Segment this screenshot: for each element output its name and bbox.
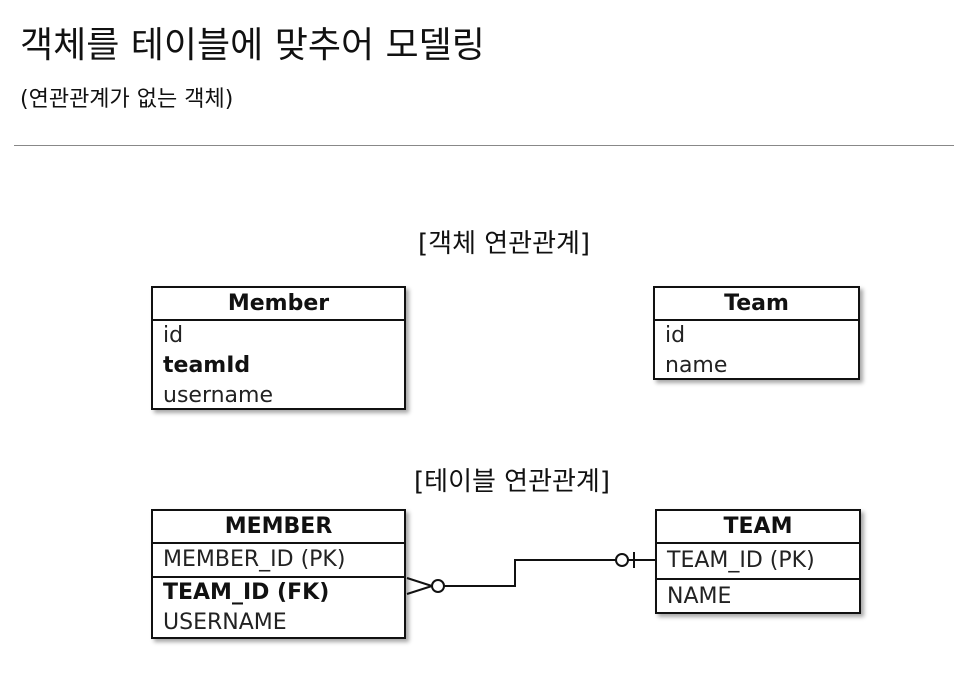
- team-object-attributes: id name: [655, 321, 858, 381]
- page-subtitle: (연관관계가 없는 객체): [20, 87, 234, 112]
- member-object-name: Member: [153, 288, 404, 321]
- crows-foot-many-icon: [406, 577, 436, 595]
- member-table-entity: MEMBER MEMBER_ID (PK) TEAM_ID (FK) USERN…: [151, 509, 406, 639]
- member-table-col-team-id: TEAM_ID (FK): [163, 580, 330, 605]
- team-table-entity: TEAM TEAM_ID (PK) NAME: [655, 509, 861, 614]
- team-table-columns: TEAM_ID (PK) NAME: [657, 544, 859, 614]
- member-object-attr-teamid: teamId: [163, 353, 251, 378]
- team-table-pk: TEAM_ID (PK): [657, 544, 859, 580]
- member-table-col-username: USERNAME: [163, 610, 287, 635]
- optional-circle-team-icon: [615, 553, 629, 567]
- member-object-attr-id: id: [163, 323, 184, 348]
- page-title: 객체를 테이블에 맞추어 모델링: [20, 25, 485, 66]
- member-table-name: MEMBER: [153, 511, 404, 544]
- member-table-columns: MEMBER_ID (PK) TEAM_ID (FK) USERNAME: [153, 544, 404, 638]
- table-section-label: [테이블 연관관계]: [414, 467, 610, 497]
- team-object-attr-name: name: [665, 353, 728, 378]
- team-object-name: Team: [655, 288, 858, 321]
- team-table-name: TEAM: [657, 511, 859, 544]
- optional-circle-member-icon: [431, 579, 445, 593]
- object-section-label: [객체 연관관계]: [418, 229, 591, 259]
- title-divider: [14, 145, 954, 146]
- team-object-attr-id: id: [665, 323, 686, 348]
- member-object-attr-username: username: [163, 383, 273, 408]
- member-object-attributes: id teamId username: [153, 321, 404, 411]
- team-object-entity: Team id name: [653, 286, 860, 380]
- member-table-pk: MEMBER_ID (PK): [153, 544, 404, 578]
- member-object-entity: Member id teamId username: [151, 286, 406, 410]
- team-table-col-name: NAME: [667, 584, 732, 609]
